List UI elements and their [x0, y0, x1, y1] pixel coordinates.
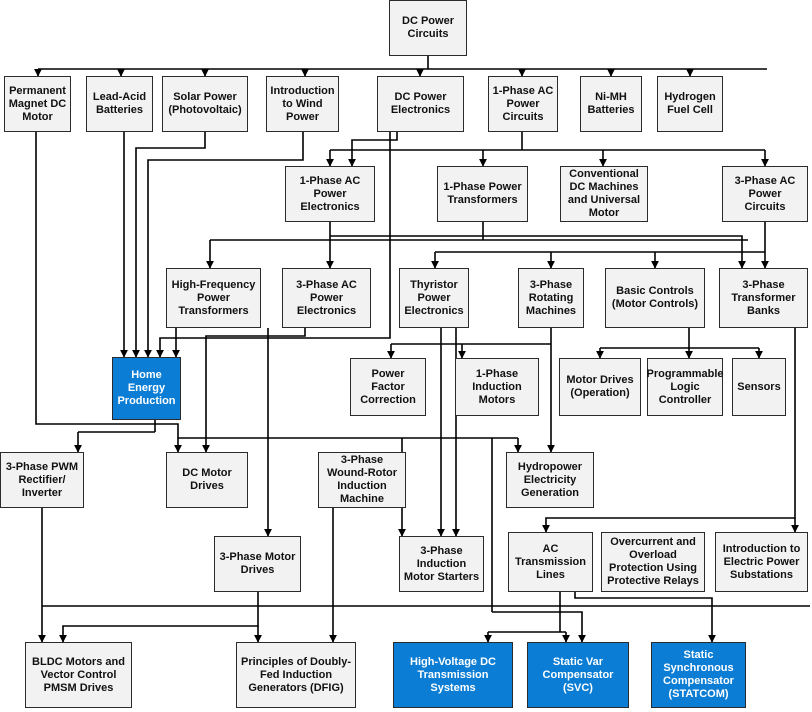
node-home-energy-production: Home Energy Production [112, 357, 181, 420]
node-3phase-wound-rotor-machine: 3-Phase Wound-Rotor Induction Machine [318, 452, 406, 508]
node-intro-wind-power: Introduction to Wind Power [266, 76, 339, 132]
node-bldc-pmsm-drives: BLDC Motors and Vector Control PMSM Driv… [25, 642, 132, 708]
node-3phase-induction-motor-starters: 3-Phase Induction Motor Starters [399, 536, 484, 592]
node-hvdc-transmission: High-Voltage DC Transmission Systems [393, 642, 513, 708]
node-svc: Static Var Compensator (SVC) [527, 642, 629, 708]
node-dc-power-electronics: DC Power Electronics [377, 76, 464, 132]
node-sensors: Sensors [732, 358, 786, 416]
node-programmable-logic-controller: Programmable Logic Controller [646, 358, 724, 416]
node-1phase-ac-power-electronics: 1-Phase AC Power Electronics [285, 166, 375, 222]
node-high-frequency-transformers: High-Frequency Power Transformers [166, 268, 261, 328]
node-conventional-dc-machines: Conventional DC Machines and Universal M… [560, 166, 648, 222]
node-permanent-magnet-dc-motor: Permanent Magnet DC Motor [4, 76, 71, 132]
node-3phase-ac-power-electronics: 3-Phase AC Power Electronics [282, 268, 371, 328]
node-1phase-power-transformers: 1-Phase Power Transformers [437, 166, 528, 222]
node-lead-acid-batteries: Lead-Acid Batteries [86, 76, 153, 132]
node-dc-motor-drives: DC Motor Drives [166, 452, 248, 508]
node-nimh-batteries: Ni-MH Batteries [580, 76, 642, 132]
node-3phase-ac-power-circuits: 3-Phase AC Power Circuits [722, 166, 808, 222]
node-3phase-pwm-rectifier: 3-Phase PWM Rectifier/ Inverter [0, 452, 84, 508]
node-basic-controls: Basic Controls (Motor Controls) [605, 268, 705, 328]
node-electric-power-substations: Introduction to Electric Power Substatio… [715, 532, 808, 592]
node-dc-power-circuits: DC Power Circuits [389, 0, 467, 56]
node-3phase-motor-drives: 3-Phase Motor Drives [214, 536, 301, 592]
node-3phase-transformer-banks: 3-Phase Transformer Banks [719, 268, 808, 328]
node-thyristor-power-electronics: Thyristor Power Electronics [399, 268, 469, 328]
node-1phase-ac-power-circuits: 1-Phase AC Power Circuits [488, 76, 558, 132]
node-dfig-principles: Principles of Doubly- Fed Induction Gene… [236, 642, 356, 708]
node-1phase-induction-motors: 1-Phase Induction Motors [455, 358, 539, 416]
node-hydropower-generation: Hydropower Electricity Generation [506, 452, 594, 508]
node-hydrogen-fuel-cell: Hydrogen Fuel Cell [657, 76, 723, 132]
node-solar-power: Solar Power (Photovoltaic) [162, 76, 248, 132]
node-motor-drives-operation: Motor Drives (Operation) [559, 358, 641, 416]
node-3phase-rotating-machines: 3-Phase Rotating Machines [518, 268, 584, 328]
node-statcom: Static Synchronous Compensator (STATCOM) [651, 642, 746, 708]
node-ac-transmission-lines: AC Transmission Lines [508, 532, 593, 592]
node-power-factor-correction: Power Factor Correction [350, 358, 426, 416]
node-overcurrent-protection: Overcurrent and Overload Protection Usin… [601, 532, 705, 592]
